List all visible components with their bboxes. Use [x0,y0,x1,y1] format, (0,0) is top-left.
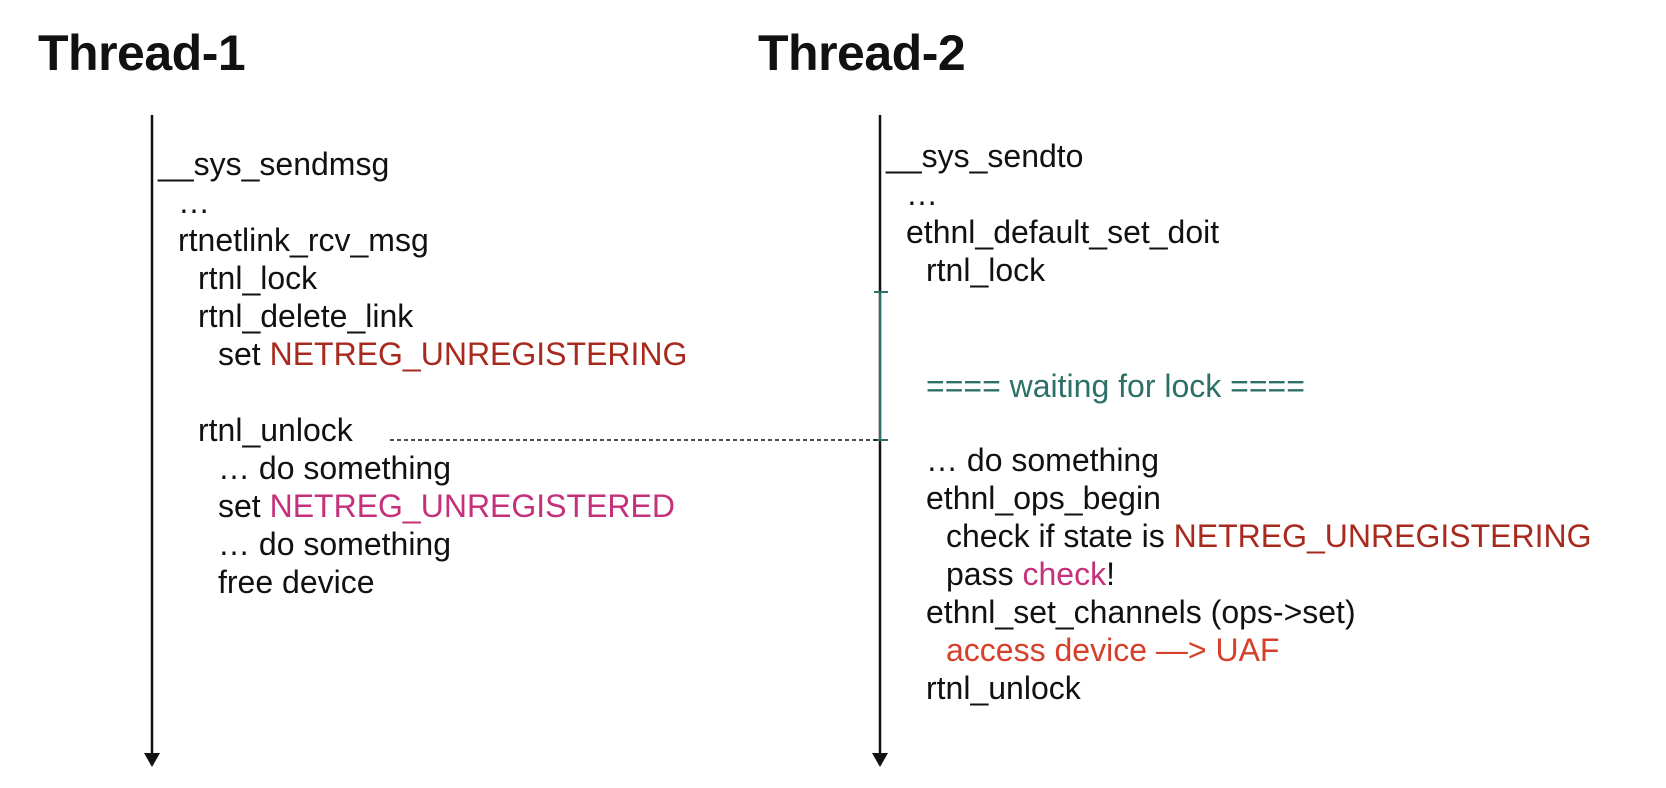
thread2-waiting-for-lock-label: ==== waiting for lock ==== [926,368,1305,404]
thread1-title: Thread-1 [38,25,246,81]
thread1-line-ellipsis: … [178,184,210,220]
thread2-line-check-state: check if state is NETREG_UNREGISTERING [946,520,1591,552]
thread2-line-access-device-uaf: access device —> UAF [946,632,1280,668]
netreg-unregistering-state: NETREG_UNREGISTERING [269,336,688,372]
thread1-line-do-something-2: … do something [218,526,452,562]
thread2-line-do-something: … do something [926,442,1160,478]
set-label: set [218,488,270,524]
thread2-title: Thread-2 [758,25,966,81]
thread1-line-sys-sendmsg: __sys_sendmsg [158,146,390,182]
thread2-line-sys-sendto: __sys_sendto [886,138,1084,174]
thread2-line-ethnl-default-set-doit: ethnl_default_set_doit [906,214,1220,250]
thread1-line-rtnl-lock: rtnl_lock [198,260,318,296]
thread1-arrowhead [144,753,160,767]
thread1-line-do-something-1: … do something [218,450,452,486]
thread2-line-rtnl-unlock: rtnl_unlock [926,670,1081,706]
thread1-line-free-device: free device [218,564,375,600]
thread1-line-rtnl-delete-link: rtnl_delete_link [198,298,414,334]
exclamation: ! [1106,556,1115,592]
thread2-line-ethnl-ops-begin: ethnl_ops_begin [926,480,1161,516]
set-label: set [218,336,270,372]
pass-label: pass [946,556,1023,592]
thread1-line-set-unregistering: set NETREG_UNREGISTERING [218,338,687,370]
netreg-unregistering-state: NETREG_UNREGISTERING [1173,518,1592,554]
thread2-line-rtnl-lock: rtnl_lock [926,252,1046,288]
thread1-line-set-unregistered: set NETREG_UNREGISTERED [218,490,675,522]
check-if-state-label: check if state is [946,518,1174,554]
thread1-line-rtnl-unlock: rtnl_unlock [198,412,353,448]
thread1-line-rtnetlink-rcv-msg: rtnetlink_rcv_msg [178,222,429,258]
thread2-line-pass-check: pass check! [946,558,1115,590]
check-highlight: check [1022,556,1107,592]
thread2-line-ellipsis: … [906,176,938,212]
netreg-unregistered-state: NETREG_UNREGISTERED [269,488,675,524]
thread2-line-ethnl-set-channels: ethnl_set_channels (ops->set) [926,594,1356,630]
thread2-arrowhead [872,753,888,767]
